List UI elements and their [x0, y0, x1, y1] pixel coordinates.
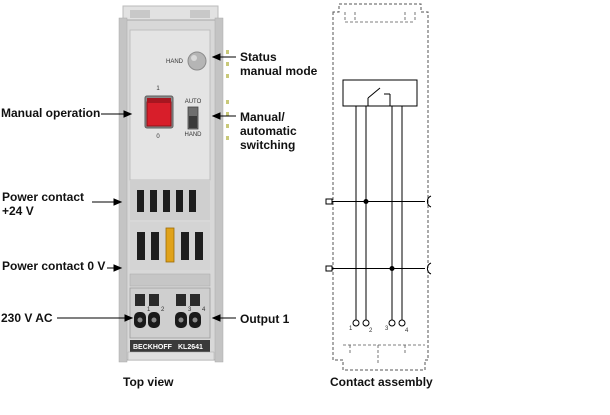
hand-led [187, 51, 207, 71]
terminal-symbol [362, 319, 370, 327]
housing-right-edge [214, 17, 224, 363]
top-clip-notch-left [130, 10, 150, 18]
switch-top-label: 1 [156, 86, 160, 92]
status-led [226, 62, 229, 66]
terminal-symbol [388, 319, 396, 327]
callout-arrows [57, 53, 236, 322]
manual-switch-symbol [342, 79, 418, 107]
contact-slot [137, 190, 144, 212]
auto-label: AUTO [185, 99, 202, 105]
clamp-release-1[interactable] [135, 294, 145, 306]
contact-slot [181, 232, 189, 260]
label-bar [130, 340, 210, 352]
arrowhead [211, 112, 221, 120]
housing-left-edge [118, 17, 128, 363]
hand-led-highlight [191, 55, 197, 61]
label-manual-automatic-switching: Manual/ automatic switching [240, 110, 297, 152]
label-manual-operation: Manual operation [1, 106, 101, 120]
status-led [226, 50, 229, 54]
contact-slot [137, 232, 145, 260]
junction-dot [363, 199, 369, 204]
contact-slot [176, 190, 183, 212]
terminal-module: HAND 1 0 AUTO HAND [118, 5, 224, 363]
clamp-release-4[interactable] [190, 294, 200, 306]
terminal-symbol [352, 319, 360, 327]
label-output-1: Output 1 [240, 312, 290, 326]
arrowhead [113, 264, 123, 272]
arrowhead [211, 314, 221, 322]
hand-label: HAND [184, 132, 202, 138]
top-clip-notch-right [190, 10, 210, 18]
schematic-terminal-number: 3 [385, 326, 389, 332]
caption-contact-assembly: Contact assembly [330, 375, 433, 389]
auto-hand-slider-knob [189, 116, 197, 128]
clamp-release-3[interactable] [176, 294, 186, 306]
terminal-symbol [398, 319, 406, 327]
module-foot [127, 351, 215, 361]
label-power-contact-24v: Power contact +24 V [2, 190, 85, 218]
clamp-release-2[interactable] [149, 294, 159, 306]
terminal-number: 2 [161, 307, 165, 313]
schematic-terminal-number: 2 [369, 328, 373, 334]
status-led [226, 74, 229, 78]
wire-entry-hole [192, 317, 198, 323]
terminal-number: 3 [188, 307, 192, 313]
hand-led-label: HAND [166, 59, 184, 65]
label-status-manual-mode: Status manual mode [240, 50, 318, 78]
status-led [226, 124, 229, 128]
label-power-contact-0v: Power contact 0 V [2, 259, 106, 273]
schematic-terminal-number: 1 [349, 326, 353, 332]
power-contact-out [426, 262, 432, 275]
power-contact-in [325, 265, 333, 272]
brand-logo: BECKHOFF [133, 344, 173, 351]
outline-detail-top [344, 12, 416, 23]
power-contact-out [426, 195, 432, 208]
wire-entry-hole [178, 317, 184, 323]
arrowhead [113, 198, 123, 206]
terminal-number: 4 [202, 307, 206, 313]
status-led [226, 100, 229, 104]
contact-slot [151, 232, 159, 260]
power-contact-in [325, 198, 333, 205]
module-outline [332, 3, 429, 371]
outline-detail-bottom [343, 344, 425, 365]
status-led-column [226, 50, 229, 140]
contact-assembly-schematic: 1 2 3 4 [325, 3, 432, 371]
model-number: KL2641 [178, 344, 203, 351]
fuse [165, 227, 175, 263]
terminal-number: 1 [147, 307, 151, 313]
manual-switch-top [147, 98, 171, 103]
contact-slot [150, 190, 157, 212]
contact-slot [163, 190, 170, 212]
caption-top-view: Top view [123, 375, 174, 389]
status-led [226, 112, 229, 116]
wire-entry-hole [151, 317, 157, 323]
switch-contact-blade [367, 87, 381, 99]
junction-dot [389, 266, 395, 271]
arrowhead [211, 53, 221, 61]
status-led [226, 136, 229, 140]
contact-slot [195, 232, 203, 260]
terminal-divider [129, 273, 211, 287]
arrowhead [124, 314, 134, 322]
wire-entry-hole [137, 317, 143, 323]
switch-bottom-label: 0 [156, 134, 160, 140]
schematic-terminal-number: 4 [405, 328, 409, 334]
arrowhead [123, 110, 133, 118]
manual-switch[interactable] [146, 101, 172, 127]
contact-slot [189, 190, 196, 212]
label-230v-ac: 230 V AC [1, 311, 53, 325]
